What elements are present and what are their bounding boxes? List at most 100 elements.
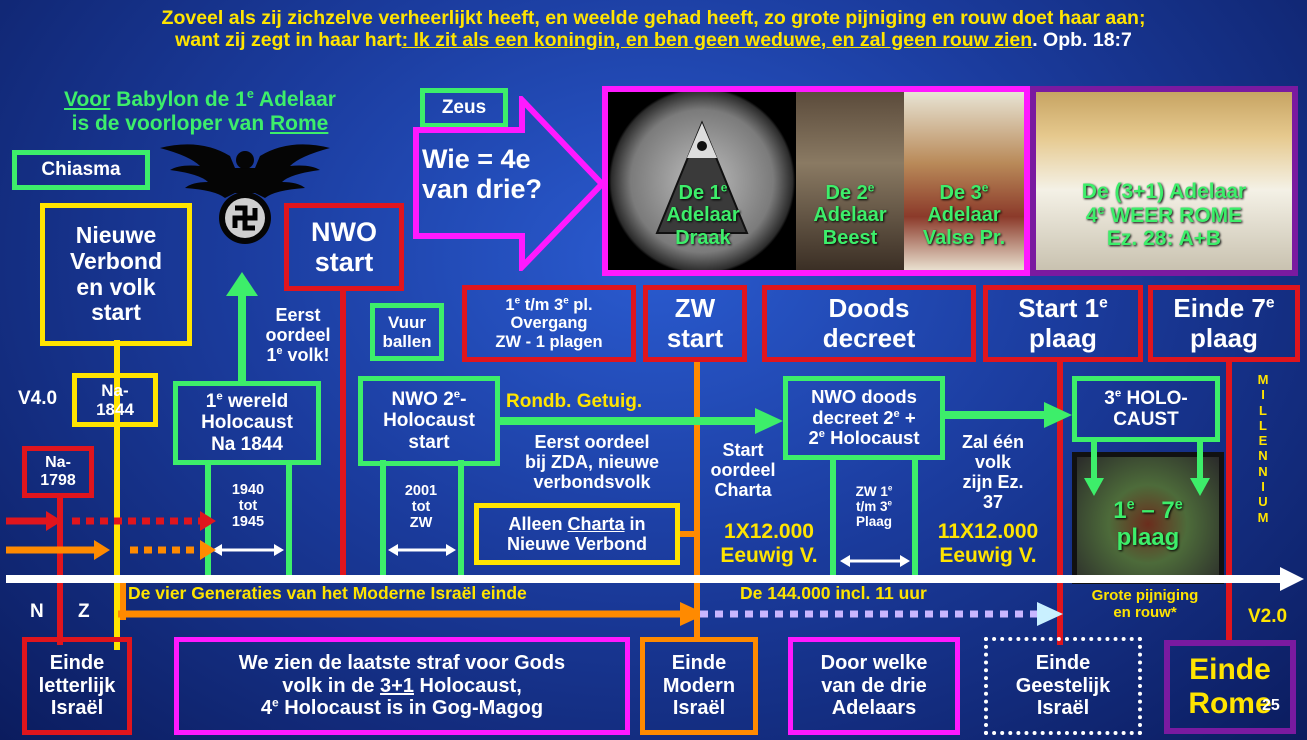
period-2001: 2001 tot ZW xyxy=(387,483,455,532)
ez-l1: Eerst oordeel xyxy=(534,432,650,452)
bm-l3: Israël xyxy=(672,697,726,720)
green-vline-f xyxy=(912,455,918,575)
og-sup1: e xyxy=(514,295,521,307)
nv-l2: Verbond xyxy=(69,247,162,274)
p1940-l1: 1940 xyxy=(231,482,265,498)
nwo-l2: start xyxy=(314,247,374,277)
chiasma-label: Chiasma xyxy=(12,150,150,190)
header-line2: want zij zegt in haar hart: Ik zit als e… xyxy=(10,28,1297,52)
mil-5: N xyxy=(1258,448,1268,464)
na1844-l2: 1844 xyxy=(96,400,134,419)
third-holocaust-box: 3e HOLO- CAUST xyxy=(1072,376,1220,442)
timeline-generations: De vier Generaties van het Moderne Israë… xyxy=(128,583,527,603)
zp-l3: Plaag xyxy=(855,514,893,530)
header-line1: Zoveel als zij zichzelve verheerlijkt he… xyxy=(161,7,1146,29)
eo-l3b: volk! xyxy=(282,345,330,366)
ac-l1c: in xyxy=(624,513,646,534)
wereld-holocaust-box: 1e wereld Holocaust Na 1844 xyxy=(173,381,321,465)
bw-l3: Adelaars xyxy=(831,697,917,720)
millennium-vertical: M I L L E N N I U M xyxy=(1248,372,1278,525)
dd-l2: decreet xyxy=(822,322,916,353)
orange-connector xyxy=(680,531,696,537)
double-arrow-1940 xyxy=(212,544,284,556)
green-arrow-2 xyxy=(944,402,1072,428)
yellow-vline xyxy=(114,340,120,650)
eo-l1: Eerst xyxy=(275,305,321,325)
zp-sup2: e xyxy=(887,498,893,508)
eeuwig-1x: 1X12.000 Eeuwig V. xyxy=(704,520,834,567)
bl-l1: Einde xyxy=(49,652,105,675)
nd-sup: e xyxy=(893,407,900,420)
sp-sup: e xyxy=(1099,294,1108,312)
nd-sup2: e xyxy=(818,428,825,441)
overgang-box: 1e t/m 3e pl. Overgang ZW - 1 plagen xyxy=(462,285,636,362)
ze-l3: zijn Ez. xyxy=(962,472,1024,493)
plagen-arrows xyxy=(1084,440,1210,496)
eagle1-sup: e xyxy=(720,180,728,195)
eo-sup: e xyxy=(276,345,283,358)
bs-l2b: 3+1 xyxy=(380,674,414,697)
na1844-box: Na-1844 xyxy=(72,373,158,427)
og-l1b: t/m 3 xyxy=(520,295,564,314)
ep-l1: Einde 7 xyxy=(1173,293,1266,324)
pl-l1b: – 7 xyxy=(1134,497,1175,524)
p1940-l2: tot xyxy=(238,498,258,515)
timeline-pijniging: Grote pijniging en rouw* xyxy=(1070,587,1220,622)
green-vline-b xyxy=(286,460,292,575)
zw-plaag: ZW 1e t/m 3e Plaag xyxy=(838,484,910,529)
nwo-doods-box: NWO doods decreet 2e + 2e Holocaust xyxy=(783,376,945,460)
eagle-intro: Voor Babylon de 1e Adelaar is de voorlop… xyxy=(50,88,350,135)
eagles-frame: De 1e Adelaar Draak De 2e Adelaar Beest … xyxy=(602,86,1030,276)
bs-l3a: 4 xyxy=(260,697,272,720)
n2-l1b: - xyxy=(460,389,467,411)
og-l2: Overgang xyxy=(510,314,588,333)
eagle-intro-c: Adelaar xyxy=(253,88,336,111)
eagle1-caption: De 1e Adelaar Draak xyxy=(643,180,763,249)
bs-l2a: volk in de xyxy=(282,674,381,697)
up-arrow-icon xyxy=(226,272,258,385)
red-vline-1798 xyxy=(57,495,63,645)
nd-l2a: decreet 2 xyxy=(812,406,894,428)
tp-l1: Grote pijniging xyxy=(1091,587,1199,604)
pl-l1a: 1 xyxy=(1113,497,1127,524)
vb-l2: ballen xyxy=(382,332,432,351)
seal-image xyxy=(608,92,796,270)
e1-l1: 1X12.000 xyxy=(724,520,814,543)
eo-l2: oordeel xyxy=(265,325,331,346)
nd-l3a: 2 xyxy=(808,427,819,449)
ez-l3: verbondsvolk xyxy=(533,472,651,493)
nwo-l1: NWO xyxy=(311,216,377,247)
e11-l1: 11X12.000 xyxy=(937,520,1039,543)
nd-l1: NWO doods xyxy=(811,385,917,407)
eagle3-l3: Valse Pr. xyxy=(922,226,1006,249)
n2-sup: e xyxy=(453,388,461,401)
lavender-dotted-arrow xyxy=(700,602,1063,626)
eagle4-l2: 4 xyxy=(1085,203,1098,227)
plagen-caption: 1e – 7e plaag xyxy=(1072,497,1224,552)
bm-l2: Modern xyxy=(662,674,736,697)
zp-l1a: ZW 1 xyxy=(855,484,888,499)
header-line2-c: . Opb. 18:7 xyxy=(1032,28,1132,51)
na1844-l1: Na- xyxy=(101,380,129,400)
zeus-text: Zeus xyxy=(441,97,487,119)
bs-l2c: Holocaust, xyxy=(413,674,522,697)
question-arrow-text: Wie = 4e van drie? xyxy=(422,144,592,204)
mil-2: L xyxy=(1259,402,1267,418)
eo-l3a: 1 xyxy=(266,345,277,366)
red-vline-nwo xyxy=(340,290,346,575)
zal-een-volk: Zal één volk zijn Ez. 37 xyxy=(950,432,1036,513)
n2-l3: start xyxy=(408,431,450,453)
vb-l1: Vuur xyxy=(387,312,427,332)
green-vline-d xyxy=(458,460,464,575)
zw-l2: start xyxy=(666,322,724,353)
sp-l2: plaag xyxy=(1029,322,1097,353)
eagle2-image xyxy=(796,92,904,270)
ez-l2: bij ZDA, nieuwe xyxy=(524,452,659,473)
eagle4-l3: Ez. 28: A+B xyxy=(1106,227,1222,251)
